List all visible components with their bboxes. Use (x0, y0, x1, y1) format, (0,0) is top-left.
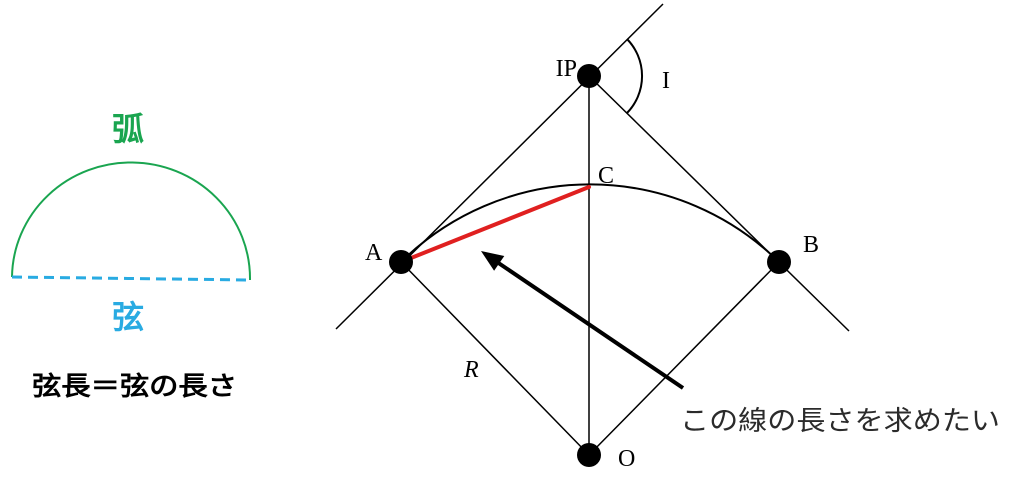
curve-arc-a-b (400, 183, 780, 263)
arrow-shaft (495, 260, 685, 390)
label-c: C (598, 163, 614, 189)
label-o: O (618, 446, 635, 472)
tangent-line-through-b (588, 75, 850, 332)
tangent-line-through-a (335, 3, 664, 330)
label-a: A (365, 240, 383, 266)
chord-length-definition: 弦長＝弦の長さ (32, 372, 237, 402)
label-intersection-angle: I (662, 68, 670, 94)
circular-curve-diagram: IP C A B O I R この線の長さを求めたい (335, 3, 1000, 472)
chord-a-c-highlight (399, 185, 591, 264)
point-a-dot (389, 250, 413, 274)
intersection-angle-arc (626, 38, 644, 114)
label-ip: IP (556, 56, 577, 82)
point-ip-dot (577, 64, 601, 88)
arc-curve (11, 161, 252, 281)
chord-label: 弦 (112, 298, 144, 336)
arrow-head (481, 251, 505, 271)
point-o-dot (577, 443, 601, 467)
radius-line-b-o (588, 261, 780, 456)
annotation-text: この線の長さを求めたい (680, 406, 1000, 437)
point-b-dot (767, 250, 791, 274)
arc-label: 弧 (112, 110, 144, 148)
arc-chord-illustration: 弧 弦 弦長＝弦の長さ (11, 110, 252, 402)
arrow-icon (481, 251, 685, 390)
chord-dashed-line (11, 275, 251, 282)
label-radius: R (463, 357, 479, 383)
radius-line-a-o (400, 261, 590, 456)
label-b: B (803, 232, 819, 258)
